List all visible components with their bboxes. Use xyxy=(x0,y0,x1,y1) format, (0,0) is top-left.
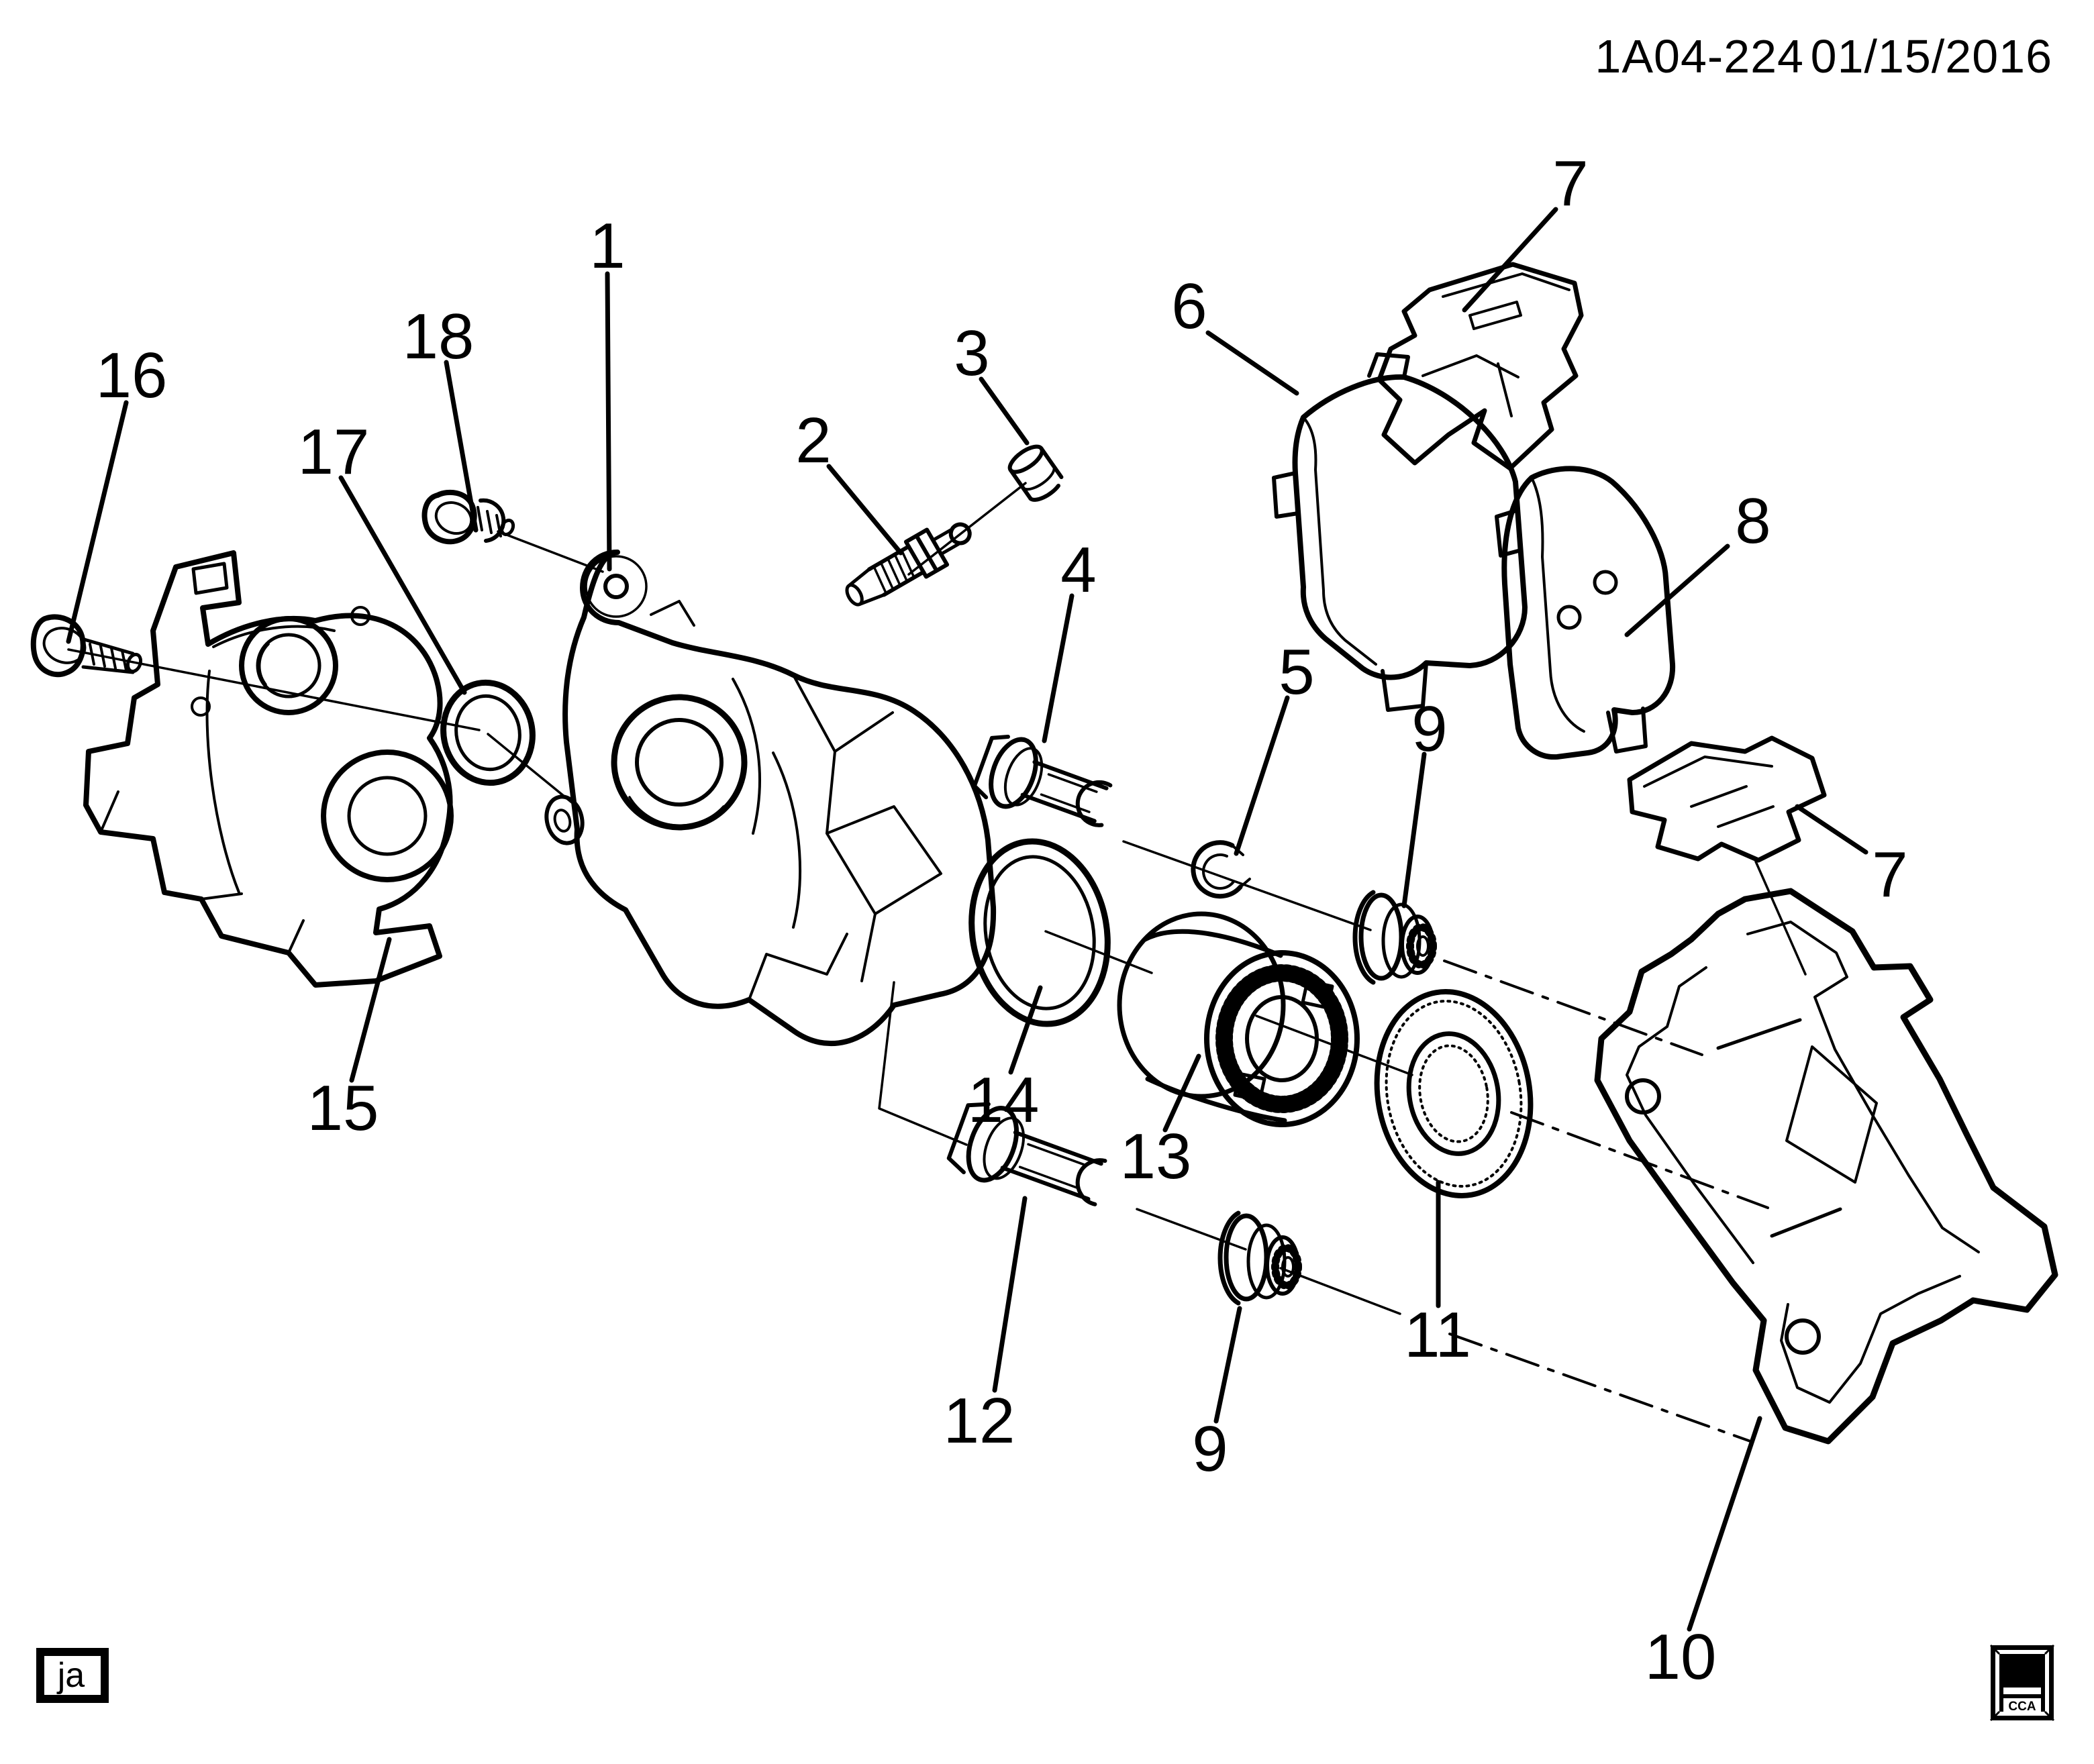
callout-leader-15 xyxy=(349,937,392,1083)
part-9-bushing-drawing xyxy=(1352,890,1437,985)
part-8-outer-pad-drawing xyxy=(1495,466,1676,760)
axis-actuator xyxy=(67,648,481,731)
gm-logo-bevel xyxy=(1989,1644,2055,1722)
callout-label-15: 15 xyxy=(307,1072,379,1144)
part-11-piston-boot-drawing xyxy=(1374,989,1534,1198)
callout-leader-6 xyxy=(1205,330,1299,396)
caliper-ear-hole xyxy=(603,574,629,599)
callout-label-14: 14 xyxy=(968,1064,1040,1136)
axis-bolt18 xyxy=(497,530,604,573)
doc-code: 1A04-224 xyxy=(1595,30,1804,83)
callout-label-16: 16 xyxy=(96,340,168,411)
callout-label-13: 13 xyxy=(1120,1121,1192,1192)
callout-leader-7 xyxy=(1462,207,1558,313)
callout-leader-13 xyxy=(1162,1053,1201,1133)
part-7-pad-clip-right-drawing xyxy=(1627,735,1827,863)
callout-leader-9 xyxy=(1401,751,1427,909)
part-2-bleeder-valve-drawing xyxy=(845,522,972,607)
axis-piston-a xyxy=(1044,930,1153,974)
artist-tag-box: ja xyxy=(36,1648,109,1703)
axis-pin4-dashdot xyxy=(1443,959,1703,1056)
callout-label-8: 8 xyxy=(1735,485,1771,557)
part-14-piston-seal-drawing xyxy=(968,838,1111,1027)
part-7-pad-clip-top-drawing xyxy=(1377,262,1584,471)
bracket-mount-hole-upper xyxy=(1625,1078,1661,1114)
part-4-guide-pin-drawing xyxy=(972,735,1113,827)
callout-label-7: 7 xyxy=(1872,839,1907,911)
callout-label-17: 17 xyxy=(298,416,370,488)
part-13-piston-drawing xyxy=(1117,911,1360,1127)
callout-leader-2 xyxy=(826,464,903,556)
callout-leader-9 xyxy=(1213,1306,1242,1424)
caliper-bore-inner xyxy=(635,718,724,807)
callout-leader-18 xyxy=(444,360,479,533)
callout-leader-14 xyxy=(1008,985,1043,1075)
callout-leader-1 xyxy=(605,271,612,572)
callout-label-4: 4 xyxy=(1060,534,1096,606)
callout-label-7: 7 xyxy=(1552,148,1588,219)
callout-leader-10 xyxy=(1687,1416,1762,1632)
callout-leader-12 xyxy=(992,1196,1028,1393)
part-3-bleeder-cap-drawing xyxy=(1007,444,1064,502)
elbow-leader-pin12 xyxy=(878,981,968,1146)
axis-seal17 xyxy=(487,733,573,804)
callout-leader-8 xyxy=(1624,543,1730,637)
callout-leader-7 xyxy=(1795,804,1868,855)
axis-pin4 xyxy=(1122,840,1372,931)
callout-leader-5 xyxy=(1234,695,1290,856)
callout-label-9: 9 xyxy=(1411,693,1447,765)
callout-label-2: 2 xyxy=(795,405,831,476)
part-1-caliper-body-drawing xyxy=(544,550,997,1047)
callout-label-12: 12 xyxy=(944,1385,1015,1457)
callout-label-9: 9 xyxy=(1192,1413,1228,1485)
callout-label-5: 5 xyxy=(1279,636,1314,708)
clip7-locator-line xyxy=(1754,860,1807,976)
gm-logo-text: GM xyxy=(1999,1657,2045,1688)
callout-label-1: 1 xyxy=(589,210,625,282)
doc-date: 01/15/2016 xyxy=(1811,30,2052,83)
callout-label-3: 3 xyxy=(954,317,989,389)
callout-leader-4 xyxy=(1042,593,1075,743)
callout-leader-16 xyxy=(66,400,129,644)
callout-label-6: 6 xyxy=(1171,270,1207,342)
axis-pin12-dashdot xyxy=(1448,1333,1752,1443)
gm-logo: GM CCA xyxy=(1989,1644,2055,1722)
artist-tag-label: ja xyxy=(56,1656,85,1695)
callout-label-18: 18 xyxy=(403,301,475,372)
part-18-bolt-drawing xyxy=(421,489,515,545)
callout-leader-3 xyxy=(979,376,1030,446)
part-15-actuator-drawing xyxy=(83,550,454,988)
part-6-inner-pad-drawing xyxy=(1272,352,1528,712)
gm-logo-subtext: CCA xyxy=(2008,1700,2036,1714)
part-5-pin-clip-drawing xyxy=(1191,840,1251,899)
gm-logo-bar xyxy=(2003,1688,2041,1694)
callout-label-10: 10 xyxy=(1645,1621,1717,1693)
callout-leader-17 xyxy=(338,475,467,695)
part-17-seal-ring-drawing xyxy=(440,679,536,786)
gm-logo-cca-box xyxy=(2003,1698,2041,1713)
bracket-mount-hole-lower xyxy=(1785,1318,1821,1355)
part-12-guide-pin-drawing xyxy=(946,1102,1107,1206)
part-10-bracket-drawing xyxy=(1594,888,2058,1445)
callout-label-11: 11 xyxy=(1404,1299,1471,1371)
axis-piston-dashdot xyxy=(1510,1111,1769,1209)
caliper-bore-outer xyxy=(611,694,748,831)
